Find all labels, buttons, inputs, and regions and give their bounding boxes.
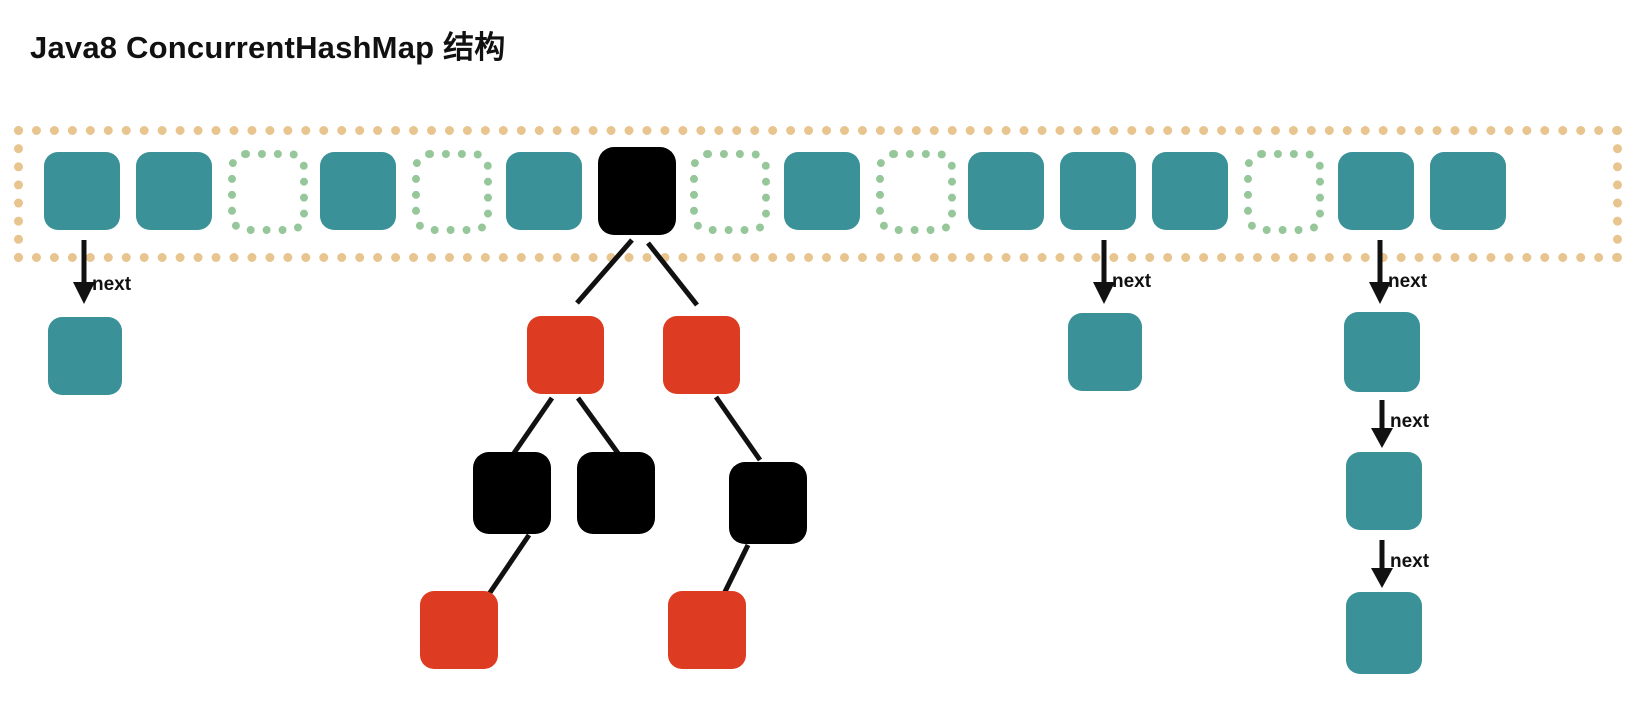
array-cell-0[interactable] bbox=[44, 152, 120, 230]
tree-node-black-l1[interactable] bbox=[473, 452, 551, 534]
tree-edge-redright-to-black-r1 bbox=[713, 395, 763, 462]
array-cell-15[interactable] bbox=[1430, 152, 1506, 230]
array-cell-14[interactable] bbox=[1338, 152, 1414, 230]
tree-edge-redleft-to-black-l2 bbox=[575, 396, 623, 458]
tree-edge-black-l1-to-red-leaf-left bbox=[484, 533, 532, 599]
chain-node-bucket14-3[interactable] bbox=[1346, 592, 1422, 674]
array-cell-9-empty[interactable] bbox=[876, 150, 956, 234]
arrow-chain14-next-2 bbox=[1371, 400, 1393, 448]
next-label-chain14-2: next bbox=[1390, 411, 1430, 432]
array-cell-1[interactable] bbox=[136, 152, 212, 230]
array-cell-12[interactable] bbox=[1152, 152, 1228, 230]
tree-edge-root-to-red-left bbox=[575, 238, 634, 305]
chain-node-bucket14-1[interactable] bbox=[1344, 312, 1420, 392]
next-label-chain14-3: next bbox=[1390, 551, 1430, 572]
tree-edge-root-to-red-right bbox=[646, 241, 699, 307]
array-cell-10[interactable] bbox=[968, 152, 1044, 230]
array-cell-11[interactable] bbox=[1060, 152, 1136, 230]
tree-node-red-right[interactable] bbox=[663, 316, 740, 394]
array-cell-6-tree-root[interactable] bbox=[598, 147, 676, 235]
array-cell-13-empty[interactable] bbox=[1244, 150, 1324, 234]
arrow-bucket14-next bbox=[1369, 240, 1391, 304]
tree-node-red-left[interactable] bbox=[527, 316, 604, 394]
array-cell-2-empty[interactable] bbox=[228, 150, 308, 234]
tree-node-black-l2[interactable] bbox=[577, 452, 655, 534]
next-label-bucket0: next bbox=[92, 274, 132, 295]
next-label-bucket14: next bbox=[1388, 271, 1428, 292]
arrow-bucket0-next bbox=[73, 240, 95, 304]
arrow-chain14-next-3 bbox=[1371, 540, 1393, 588]
tree-node-black-r1[interactable] bbox=[729, 462, 807, 544]
array-cell-8[interactable] bbox=[784, 152, 860, 230]
chain-node-bucket0-1[interactable] bbox=[48, 317, 122, 395]
chain-node-bucket14-2[interactable] bbox=[1346, 452, 1422, 530]
array-cell-4-empty[interactable] bbox=[412, 150, 492, 234]
array-cell-3[interactable] bbox=[320, 152, 396, 230]
hash-table-array-container bbox=[14, 126, 1622, 262]
tree-node-red-leaf-right[interactable] bbox=[668, 591, 746, 669]
page-title: Java8 ConcurrentHashMap 结构 bbox=[30, 30, 506, 65]
chain-node-bucket11-1[interactable] bbox=[1068, 313, 1142, 391]
array-cell-7-empty[interactable] bbox=[690, 150, 770, 234]
array-cell-5[interactable] bbox=[506, 152, 582, 230]
tree-node-red-leaf-left[interactable] bbox=[420, 591, 498, 669]
next-label-bucket11: next bbox=[1112, 271, 1152, 292]
tree-edge-redleft-to-black-l1 bbox=[509, 396, 555, 458]
arrow-bucket11-next bbox=[1093, 240, 1115, 304]
